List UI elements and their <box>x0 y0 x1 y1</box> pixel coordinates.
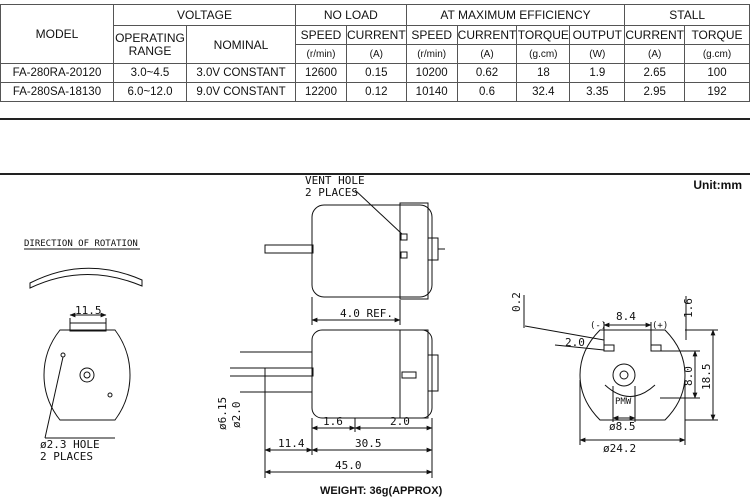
dim-2-0-dia: ø2.0 <box>230 402 243 429</box>
direction-label: DIRECTION OF ROTATION <box>24 239 138 249</box>
header-st-current: CURRENT <box>624 25 686 45</box>
header-me-output: OUTPUT <box>569 25 626 45</box>
unit-label: Unit:mm <box>693 178 742 192</box>
table-row: FA-280SA-18130 6.0~12.0 9.0V CONSTANT 12… <box>0 82 750 102</box>
header-voltage: VOLTAGE <box>113 4 296 26</box>
plus-terminal-label: (+) <box>652 321 668 331</box>
brand-mark: PMW <box>615 397 632 407</box>
cell-st-torque: 100 <box>684 63 750 83</box>
cell-me-torque: 32.4 <box>516 82 571 102</box>
dim-2-0b: 2.0 <box>565 336 585 349</box>
header-me-current: CURRENT <box>456 25 518 45</box>
divider-top <box>0 118 750 120</box>
divider-bottom <box>0 173 750 175</box>
dim-11-4: 11.4 <box>278 437 305 450</box>
header-model: MODEL <box>0 4 114 64</box>
minus-terminal-label: (-) <box>590 321 606 331</box>
dim-1-6b: 1.6 <box>682 298 695 318</box>
hole-places-label: 2 PLACES <box>40 450 93 463</box>
cell-me-output: 3.35 <box>569 82 626 102</box>
header-nl-current: CURRENT <box>346 25 407 45</box>
header-me-speed: SPEED <box>405 25 458 45</box>
spec-table: MODEL VOLTAGE NO LOAD AT MAXIMUM EFFICIE… <box>0 4 750 102</box>
side-view <box>230 329 439 478</box>
dim-8-4: 8.4 <box>616 310 636 323</box>
cell-nl-current: 0.15 <box>346 63 407 83</box>
cell-nominal: 9.0V CONSTANT <box>186 82 296 102</box>
header-me-torque: TORQUE <box>516 25 571 45</box>
cell-me-current: 0.62 <box>456 63 518 83</box>
header-st-torque: TORQUE <box>684 25 750 45</box>
weight-label: WEIGHT: 36g(APPROX) <box>320 485 443 497</box>
cell-nl-speed: 12200 <box>295 82 347 102</box>
dim-11-5: 11.5 <box>75 304 102 317</box>
vent-places-label: 2 PLACES <box>305 186 358 199</box>
dim-18-5: 18.5 <box>700 364 713 391</box>
cell-range: 3.0~4.5 <box>113 63 187 83</box>
cell-model: FA-280SA-18130 <box>0 82 114 102</box>
cell-st-torque: 192 <box>684 82 750 102</box>
end-view-left <box>43 312 131 439</box>
dim-2-0a: 2.0 <box>390 415 410 428</box>
header-operating-range: OPERATING RANGE <box>113 25 187 64</box>
dim-24-2: ø24.2 <box>603 442 636 455</box>
cell-range: 6.0~12.0 <box>113 82 187 102</box>
ref-label: 4.0 REF. <box>340 307 393 320</box>
vent-hole-label: VENT HOLE <box>305 174 365 187</box>
end-view-right <box>523 295 718 445</box>
hole-label: ø2.3 HOLE <box>40 438 100 451</box>
cell-st-current: 2.95 <box>624 82 686 102</box>
dim-45-0: 45.0 <box>335 459 362 472</box>
dim-30-5: 30.5 <box>355 437 382 450</box>
dim-0-2: 0.2 <box>510 292 523 312</box>
dim-6-15: ø6.15 <box>216 397 229 430</box>
header-nominal: NOMINAL <box>186 25 296 64</box>
dim-8-5: ø8.5 <box>609 420 636 433</box>
dim-8-0: 8.0 <box>682 366 695 386</box>
cell-me-speed: 10140 <box>405 82 458 102</box>
rotation-arrow-icon <box>29 267 143 289</box>
dim-1-6a: 1.6 <box>323 415 343 428</box>
top-view <box>264 189 445 325</box>
header-stall: STALL <box>624 4 750 26</box>
